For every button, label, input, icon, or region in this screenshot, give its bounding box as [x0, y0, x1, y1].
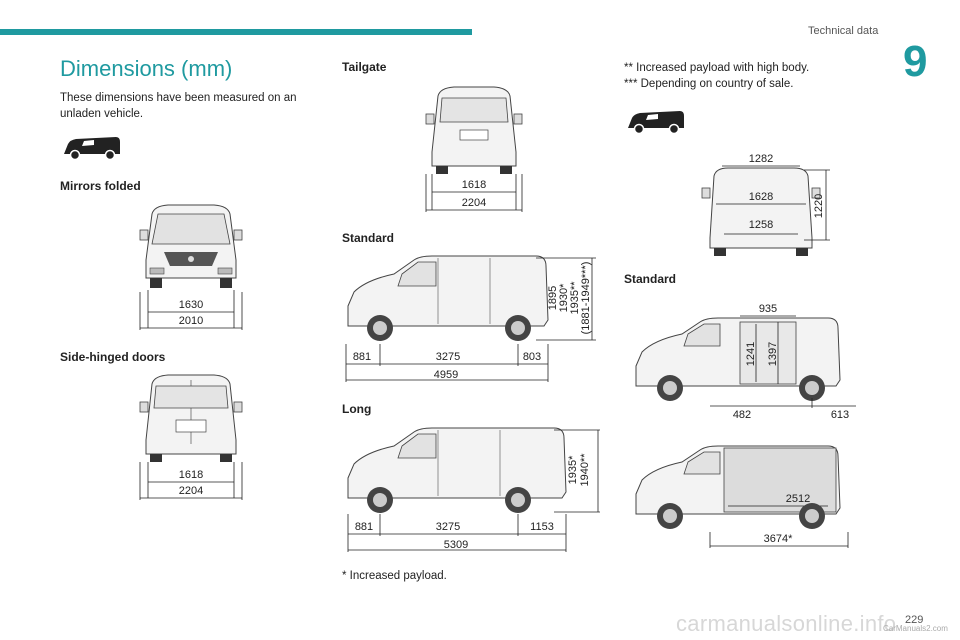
dim-standard-total: 4959	[434, 369, 458, 381]
heading-standard-cargo: Standard	[624, 272, 677, 286]
dim-standard-height-4: (1881-1949***)	[580, 262, 592, 335]
heading-long: Long	[342, 402, 372, 416]
dim-long-height-2: 1940**	[579, 453, 591, 487]
watermark-secondary: CarManuals2.com	[883, 624, 948, 633]
dim-cargo-opening: 935	[759, 303, 777, 315]
dim-standard-height-1: 1895	[547, 286, 559, 310]
dim-cargo-h2: 1397	[767, 342, 779, 366]
header-accent-bar	[0, 29, 472, 35]
dim-standard-rear: 803	[523, 351, 541, 363]
page-number: 229	[905, 614, 924, 626]
cargo-rear-diagram: 1282 1628 1258 1220	[701, 153, 830, 256]
dim-long-rear: 1153	[530, 521, 554, 533]
intro-text: These dimensions have been measured on a…	[60, 92, 297, 120]
dim-standard-height-2: 1930*	[558, 283, 570, 312]
cargo-side-diagram: 935 1241 1397 482 613	[635, 303, 856, 421]
front-view-diagram: 1630 2010	[139, 204, 243, 330]
dim-cargo-height: 1220	[813, 194, 825, 218]
dim-cargo-top: 1282	[749, 153, 773, 165]
page-title: Dimensions (mm)	[60, 56, 233, 81]
dim-long-wheelbase: 3275	[436, 521, 460, 533]
side-view-standard-diagram: 1895 1930* 1935** (1881-1949***) 881 327…	[345, 255, 596, 382]
dim-long-front: 881	[355, 521, 373, 533]
watermark: carmanualsonline.info	[676, 611, 897, 636]
dim-cargo-a: 482	[733, 409, 751, 421]
heading-tailgate: Tailgate	[342, 60, 387, 74]
dim-tailgate-outer: 2204	[462, 197, 486, 209]
heading-standard: Standard	[342, 231, 395, 245]
dim-mirrors-outer: 2010	[179, 315, 203, 327]
rear-view-side-doors-diagram: 1618 2204	[139, 374, 243, 500]
chapter-number: 9	[903, 37, 928, 86]
dim-cargo-floor-total: 3674*	[764, 533, 793, 545]
dim-cargo-floor-length: 2512	[786, 493, 810, 505]
side-view-long-diagram: 1935* 1940** 881 3275 1153 5309	[347, 427, 600, 552]
dim-standard-front: 881	[353, 351, 371, 363]
dim-standard-height-3: 1935**	[569, 281, 581, 315]
dim-cargo-mid: 1628	[749, 191, 773, 203]
footnote-increased-payload: * Increased payload.	[342, 570, 447, 582]
footnote-high-body: ** Increased payload with high body.	[624, 62, 810, 74]
dim-cargo-b: 613	[831, 409, 849, 421]
dim-tailgate-inner: 1618	[462, 179, 486, 191]
heading-side-hinged-doors: Side-hinged doors	[60, 350, 166, 364]
dim-standard-wheelbase: 3275	[436, 351, 460, 363]
dim-long-total: 5309	[444, 539, 468, 551]
footnote-country: *** Depending on country of sale.	[624, 78, 794, 90]
dim-long-height-1: 1935*	[567, 455, 579, 484]
rear-view-tailgate-diagram: 1618 2204	[425, 86, 523, 212]
dim-cargo-bottom: 1258	[749, 219, 773, 231]
van-icon	[628, 111, 684, 135]
cargo-floor-diagram: 2512 3674*	[635, 445, 849, 548]
heading-mirrors-folded: Mirrors folded	[60, 179, 141, 193]
dim-cargo-h1: 1241	[745, 342, 757, 366]
section-title: Technical data	[808, 25, 879, 37]
van-icon	[64, 137, 120, 161]
dim-mirrors-inner: 1630	[179, 299, 203, 311]
dim-side-doors-outer: 2204	[179, 485, 203, 497]
dim-side-doors-inner: 1618	[179, 469, 203, 481]
